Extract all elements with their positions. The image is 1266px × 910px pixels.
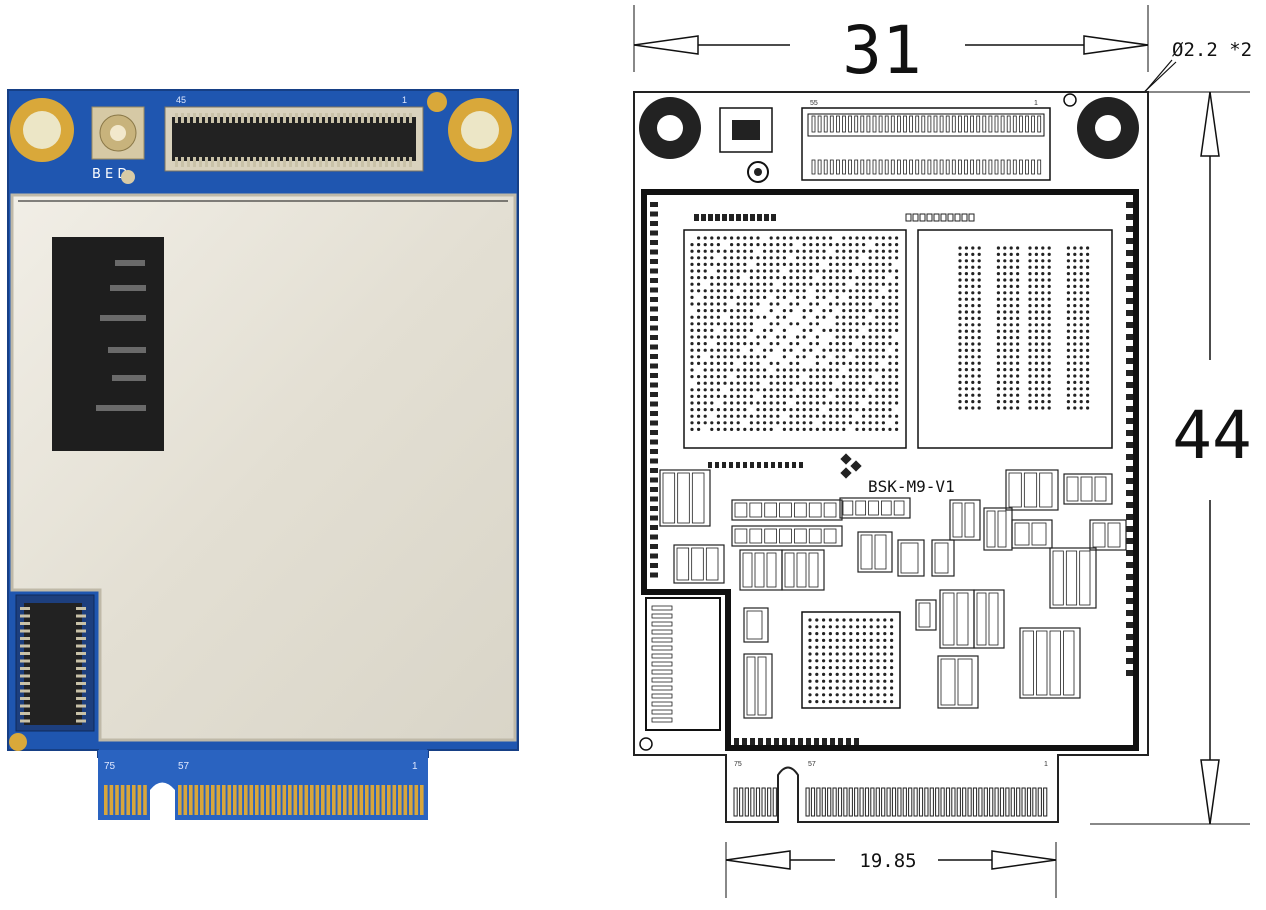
corner-pad: [9, 733, 27, 751]
board-logo: [840, 453, 862, 479]
memory-chip: [52, 237, 164, 451]
board-label: BSK-M9-V1: [868, 477, 955, 496]
conn-label-left: 45: [176, 95, 186, 105]
edge-label-75: 75: [734, 761, 742, 768]
module-photo: B E D 45 1 75 57 1: [7, 89, 519, 820]
pad-label-1: 1: [412, 761, 418, 772]
fpc-label-right: 1: [1034, 100, 1038, 107]
height-label: 44: [1172, 397, 1251, 474]
drawing-smd-components: [650, 202, 1133, 745]
drawing-hole-left: [639, 97, 701, 159]
antenna-connector: [91, 106, 145, 160]
notch-label: 19.85: [859, 850, 916, 872]
pcb-marking: B E D: [92, 167, 127, 182]
pad-label-57: 57: [178, 761, 190, 772]
drawing-side-connector: [645, 597, 721, 731]
drawing-bga-memory: [917, 229, 1113, 449]
fpc-label-left: 55: [810, 100, 818, 107]
drawing-hole-right: [1077, 97, 1139, 159]
notch-dimension: [725, 842, 1057, 898]
height-dimension: [1090, 91, 1250, 825]
top-fpc-connector: [164, 106, 424, 172]
edge-label-1: 1: [1044, 761, 1048, 768]
mounting-hole-left: [10, 98, 74, 162]
drawing-shield-frame: [641, 189, 1139, 751]
pad-label-75: 75: [104, 761, 116, 772]
width-dimension: [633, 5, 1149, 72]
gold-fingers: [104, 785, 424, 815]
mounting-hole-right: [448, 98, 512, 162]
drawing-antenna-connector: [719, 107, 773, 183]
small-pad: [427, 92, 447, 112]
side-fpc-connector: [15, 594, 95, 732]
drawing-bga-main: [683, 229, 907, 449]
drawing-small-hole: [1063, 93, 1077, 107]
hole-label: Ø2.2 *2: [1172, 39, 1252, 61]
edge-label-57: 57: [808, 761, 816, 768]
test-pad: [121, 170, 135, 184]
drawing-edge-fingers: [733, 787, 1048, 817]
drawing-top-connector: [801, 107, 1051, 181]
width-label: 31: [842, 12, 921, 89]
dimension-drawing: 31 Ø2.2 *2 44 19.85: [633, 5, 1252, 898]
drawing-bga-small: [801, 611, 901, 709]
board-outline: [633, 91, 1149, 823]
drawing-corner-hole: [639, 737, 653, 751]
conn-label-right: 1: [402, 95, 407, 105]
